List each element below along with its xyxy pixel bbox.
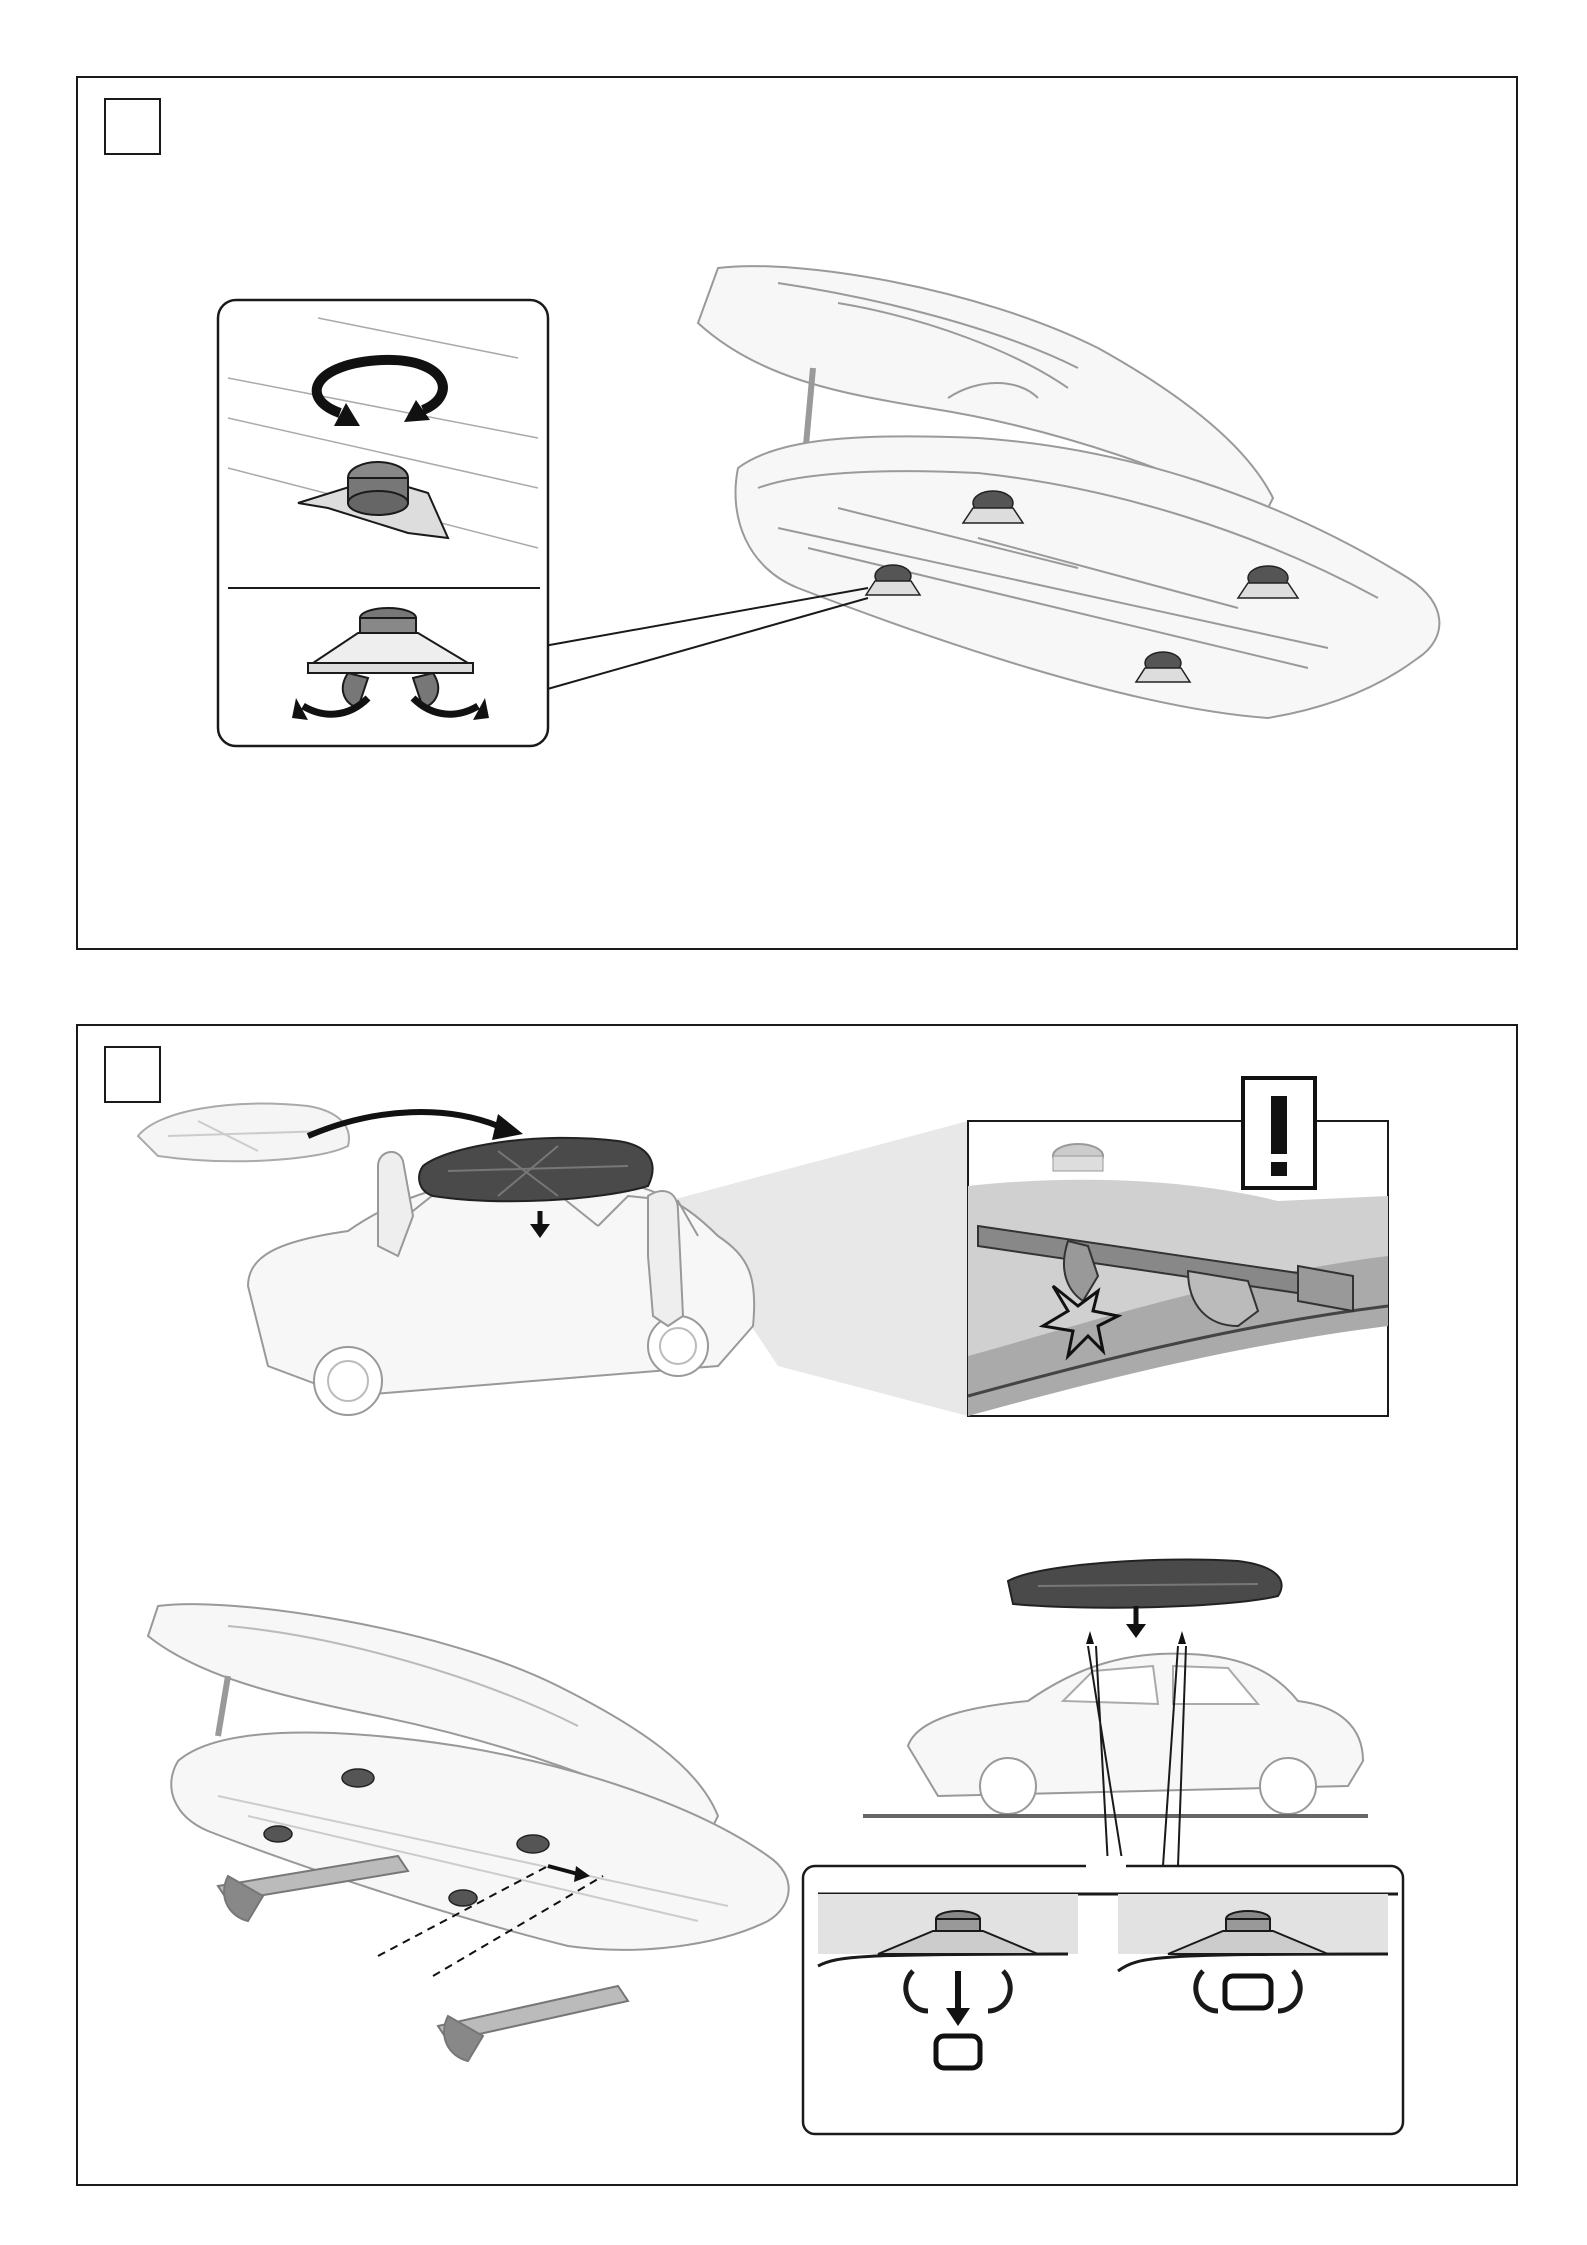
open-roof-box bbox=[698, 266, 1439, 718]
detail-callout bbox=[218, 300, 548, 746]
warning-clamp-detail bbox=[968, 1078, 1388, 1416]
step-2-illustration bbox=[78, 1026, 1520, 2188]
callout-lines bbox=[544, 588, 868, 690]
step-1-illustration bbox=[78, 78, 1520, 952]
lift-box-onto-car bbox=[138, 1104, 754, 1415]
lower-box-side-view bbox=[863, 1560, 1368, 1866]
step-panel-1 bbox=[76, 76, 1518, 950]
clamp-engage-detail bbox=[803, 1856, 1403, 2134]
step-panel-2 bbox=[76, 1024, 1518, 2186]
exclamation-icon bbox=[1243, 1078, 1315, 1188]
crossbar-profile bbox=[936, 2036, 980, 2068]
align-box-on-crossbars bbox=[148, 1604, 789, 2061]
